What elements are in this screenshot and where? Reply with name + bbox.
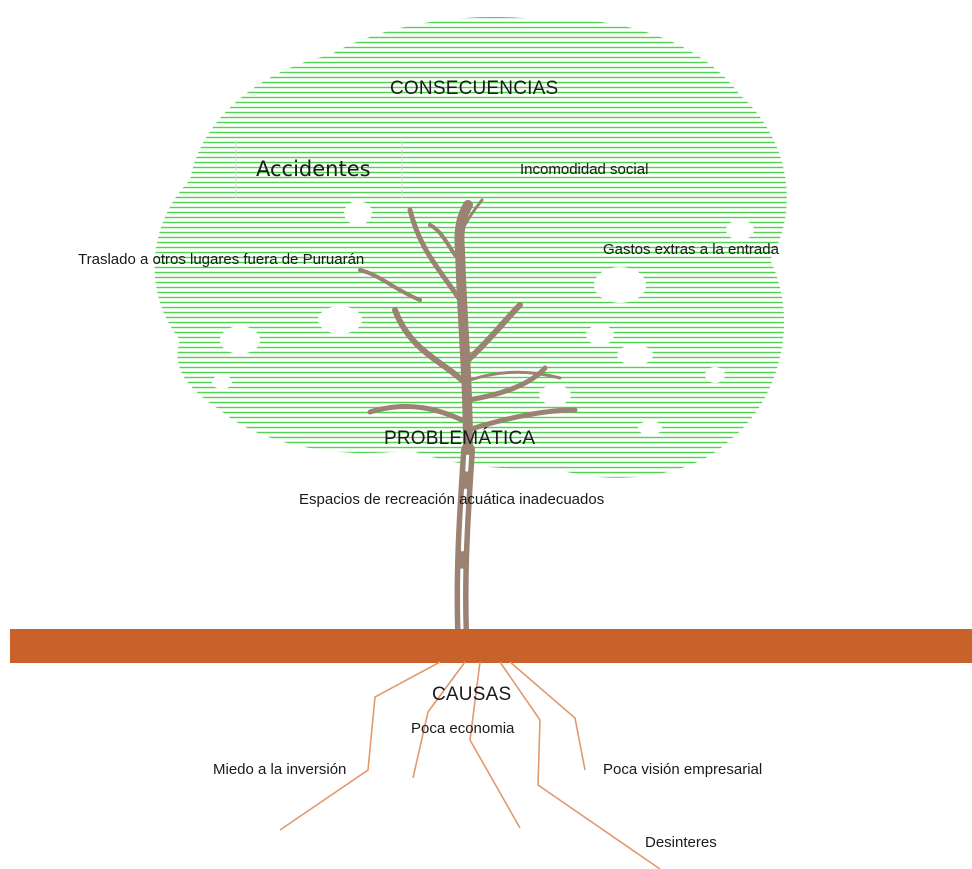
problem-heading: PROBLEMÁTICA — [384, 428, 536, 449]
cause-desinteres: Desinteres — [645, 834, 717, 851]
consequence-gastos-extras: Gastos extras a la entrada — [603, 241, 779, 258]
consequence-traslado: Traslado a otros lugares fuera de Puruar… — [78, 251, 365, 268]
accidentes-frame — [235, 140, 403, 198]
cause-poca-economia: Poca economia — [411, 720, 515, 737]
tree-roots — [279, 661, 661, 869]
tree-foliage — [154, 16, 787, 478]
causes-heading: CAUSAS — [432, 684, 512, 705]
consequences-heading: CONSECUENCIAS — [390, 78, 559, 99]
cause-miedo-inversion: Miedo a la inversión — [213, 761, 347, 778]
consequence-incomodidad-social: Incomodidad social — [520, 161, 649, 178]
ground-bar — [10, 629, 972, 663]
consequence-accidentes: Accidentes — [256, 157, 371, 181]
tree-trunk — [358, 198, 578, 637]
problem-statement: Espacios de recreación acuática inadecua… — [299, 491, 605, 508]
cause-poca-vision: Poca visión empresarial — [603, 761, 763, 778]
